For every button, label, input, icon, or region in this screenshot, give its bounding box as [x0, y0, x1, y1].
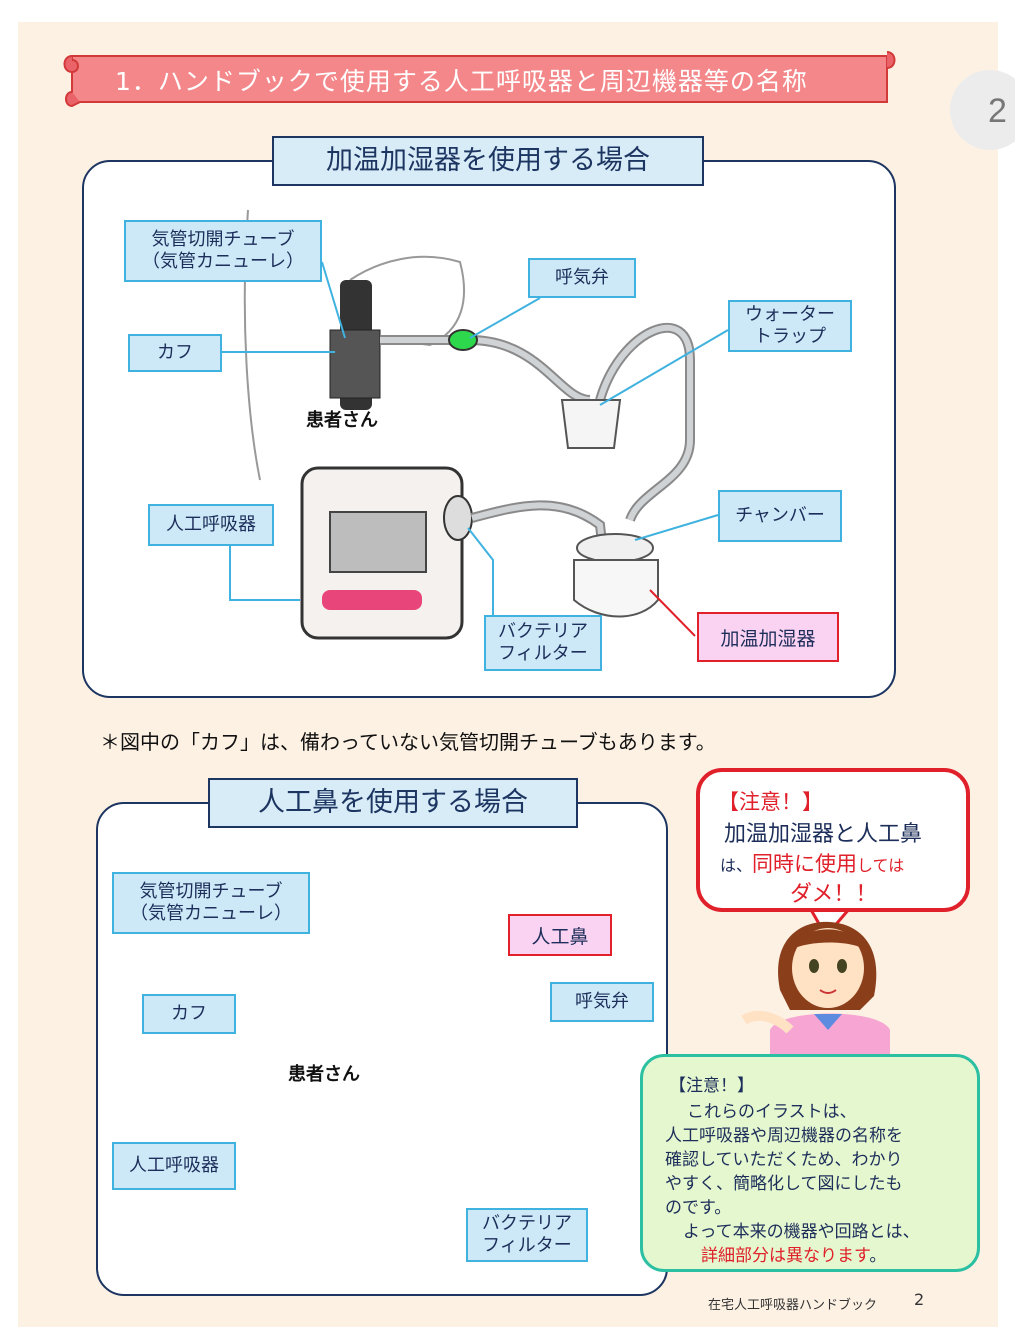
label-tube2-line1: 気管切開チューブ: [139, 881, 283, 902]
panel1-title: 加温加湿器を使用する場合: [272, 136, 704, 186]
warning2-l6: よって本来の機器や回路とは、: [683, 1222, 920, 1242]
label-valve-1: 呼気弁: [528, 258, 636, 298]
label-hme: 人工鼻: [508, 914, 612, 956]
label-tube-line1: 気管切開チューブ: [151, 229, 295, 250]
girl-illustration: [741, 921, 890, 1060]
label-filter2-line2: フィルター: [482, 1235, 572, 1256]
label-tube2-line2: （気管カニューレ）: [130, 903, 292, 924]
humidifier-shape: [573, 559, 659, 618]
valve-shape-1: [448, 329, 478, 351]
page-tab: [950, 70, 1015, 150]
warning2-heading: 【注意！】: [669, 1076, 754, 1096]
label-valve-2: 呼気弁: [550, 982, 654, 1022]
banner-title: 1．ハンドブックで使用する人工呼吸器と周辺機器等の名称: [115, 67, 808, 96]
warning2-l3: 確認していただくため、わかり: [665, 1150, 903, 1170]
warning1-line3-b: 同時に使用: [752, 852, 858, 876]
banner-scroll: [63, 51, 896, 108]
warning2-l7-b: 。: [869, 1246, 887, 1266]
warning2-l7: 詳細部分は異なります。: [701, 1241, 886, 1266]
warning2-l2: 人工呼吸器や周辺機器の名称を: [665, 1126, 903, 1146]
label-patient-1: 患者さん: [306, 410, 378, 431]
label-tracheostomy-tube-1: 気管切開チューブ （気管カニューレ）: [124, 220, 322, 282]
warning2-l4: やすく、簡略化して図にしたも: [665, 1174, 903, 1194]
label-tube-line2: （気管カニューレ）: [142, 251, 304, 272]
warning1-line3-c: しては: [857, 856, 905, 875]
label-cuff-1: カフ: [128, 334, 222, 372]
warning1-line4: ダメ！！: [790, 882, 878, 907]
label-ventilator-1: 人工呼吸器: [148, 504, 274, 546]
footer-title: 在宅人工呼吸器ハンドブック: [708, 1298, 878, 1313]
warning-bubble-1: 【注意！】 加温加湿器と人工鼻 は、同時に使用しては ダメ！！: [696, 768, 970, 912]
warning1-heading: 【注意！】: [718, 790, 823, 814]
label-trap-line2: トラップ: [754, 326, 826, 347]
warning1-line2: 加温加湿器と人工鼻: [724, 822, 923, 847]
warning1-line3: は、同時に使用しては: [720, 848, 904, 878]
label-water-trap: ウォーター トラップ: [728, 300, 852, 352]
label-filter-line1: バクテリア: [498, 621, 588, 642]
label-cuff-2: カフ: [142, 994, 236, 1034]
label-patient-2: 患者さん: [288, 1064, 360, 1085]
label-filter-line2: フィルター: [498, 643, 588, 664]
warning-bubble-2: 【注意！】 これらのイラストは、 人工呼吸器や周辺機器の名称を 確認していただく…: [640, 1054, 980, 1272]
label-tracheostomy-tube-2: 気管切開チューブ （気管カニューレ）: [112, 872, 310, 934]
label-ventilator-2: 人工呼吸器: [112, 1142, 236, 1190]
warning2-l7-a: 詳細部分は異なります: [701, 1246, 870, 1266]
page-tab-number: 2: [988, 92, 1007, 130]
label-bacterial-filter-2: バクテリア フィルター: [466, 1208, 588, 1262]
water-trap-shape: [560, 399, 622, 449]
warning2-l1: これらのイラストは、: [687, 1102, 857, 1122]
label-filter2-line1: バクテリア: [482, 1213, 572, 1234]
cuff-note: ＊図中の「カフ」は、備わっていない気管切開チューブもあります。: [100, 730, 716, 754]
label-humidifier: 加温加湿器: [697, 612, 839, 662]
warning2-l5: のです。: [665, 1198, 732, 1218]
label-chamber: チャンバー: [718, 490, 842, 542]
panel2-title: 人工鼻を使用する場合: [208, 778, 578, 828]
label-bacterial-filter-1: バクテリア フィルター: [484, 615, 602, 671]
footer-page-number: 2: [914, 1290, 925, 1309]
warning1-line3-a: は、: [720, 856, 753, 875]
label-trap-line1: ウォーター: [745, 304, 835, 325]
cuff-shape-1: [329, 329, 381, 399]
